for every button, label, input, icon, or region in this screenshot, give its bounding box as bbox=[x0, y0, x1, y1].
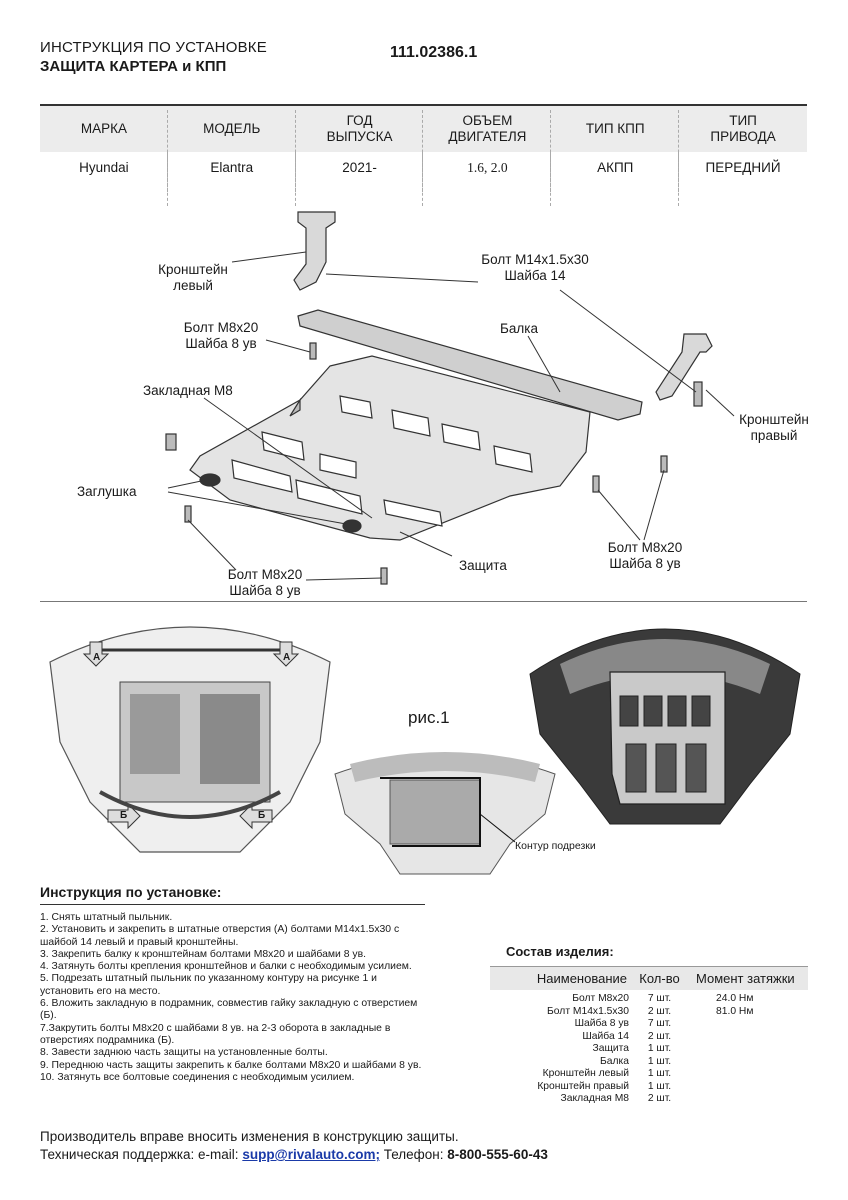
label-bolt-m8-right: Болт М8х20 Шайба 8 ув bbox=[607, 540, 683, 571]
section-divider bbox=[40, 601, 807, 602]
marker-a-left: А bbox=[93, 652, 101, 663]
label-plug: Заглушка bbox=[77, 484, 137, 499]
marker-b-left: Б bbox=[120, 810, 128, 821]
instruction-step: 6. Вложить закладную в подрамник, совмес… bbox=[40, 998, 418, 1022]
spec-table: МАРКА МОДЕЛЬ ГОД ВЫПУСКА ОБЪЕМ ДВИГАТЕЛЯ… bbox=[40, 104, 807, 208]
instruction-step: 5. Подрезать штатный пыльник по указанно… bbox=[40, 973, 377, 997]
spec-value-cell: Elantra bbox=[168, 152, 296, 208]
instruction-step: 4. Затянуть болты крепления кронштейнов … bbox=[40, 961, 412, 973]
exploded-diagram bbox=[165, 211, 735, 585]
composition-header: Наименование Кол-во Момент затяжки bbox=[490, 966, 808, 990]
spec-header-cell: МАРКА bbox=[40, 106, 168, 192]
instruction-step: 10. Затянуть все болтовые соединения с н… bbox=[40, 1071, 355, 1083]
installed-guard-photo bbox=[529, 628, 801, 825]
spec-value-cell: 1.6, 2.0 bbox=[423, 152, 552, 208]
instruction-step: 8. Завести заднюю часть защиты на устано… bbox=[40, 1047, 328, 1059]
spec-header-cell: ОБЪЕМ ДВИГАТЕЛЯ bbox=[423, 106, 552, 192]
label-guard: Защита bbox=[459, 558, 507, 573]
label-bracket-left: Кронштейн левый bbox=[158, 262, 228, 293]
marker-a-right: А bbox=[283, 652, 291, 663]
composition-header-name: Наименование bbox=[536, 971, 627, 986]
instruction-step: 1. Снять штатный пыльник. bbox=[40, 912, 173, 923]
footer-support: Техническая поддержка: e-mail: supp@riva… bbox=[40, 1147, 548, 1162]
instructions-list: 1. Снять штатный пыльник. 2. Установить … bbox=[40, 912, 428, 1084]
spec-header-cell: ТИП КПП bbox=[551, 106, 679, 192]
support-prefix: Техническая поддержка: e-mail: bbox=[40, 1147, 243, 1162]
spec-header-cell: МОДЕЛЬ bbox=[168, 106, 296, 192]
figure-label: рис.1 bbox=[408, 708, 450, 727]
underbody-photo-center bbox=[334, 752, 556, 875]
article-code: 111.02386.1 bbox=[390, 44, 478, 61]
label-cut-contour: Контур подрезки bbox=[515, 840, 596, 852]
support-phone: 8-800-555-60-43 bbox=[447, 1147, 548, 1162]
spec-header-cell: ГОД ВЫПУСКА bbox=[296, 106, 424, 192]
composition-header-torque: Момент затяжки bbox=[696, 971, 795, 986]
composition-table: Наименование Кол-во Момент затяжки Болт … bbox=[490, 966, 808, 1106]
underbody-photo-left bbox=[49, 626, 331, 853]
label-insert-m8: Закладная М8 bbox=[143, 383, 233, 398]
spec-header-cell: ТИП ПРИВОДА bbox=[710, 113, 776, 144]
instruction-step: 2. Установить и закрепить в штатные отве… bbox=[40, 924, 400, 948]
spec-value-cell: Hyundai bbox=[40, 152, 168, 208]
instruction-step: 9. Переднюю часть защиты закрепить к бал… bbox=[40, 1059, 422, 1071]
footer-disclaimer: Производитель вправе вносить изменения в… bbox=[40, 1129, 459, 1144]
instructions-title: Инструкция по установке: bbox=[40, 884, 222, 900]
product-title: ЗАЩИТА КАРТЕРА и КПП bbox=[40, 58, 227, 75]
spec-value-row: Hyundai Elantra 2021- 1.6, 2.0 АКПП ПЕРЕ… bbox=[40, 152, 807, 208]
support-email-link[interactable]: supp@rivalauto.com; bbox=[242, 1147, 380, 1162]
label-bolt-m8-bottom: Болт М8х20 Шайба 8 ув bbox=[227, 567, 303, 598]
instruction-step: 3. Закрепить балку к кронштейнам болтами… bbox=[40, 948, 366, 960]
spec-value-cell: ПЕРЕДНИЙ bbox=[705, 160, 781, 175]
instructions-divider bbox=[40, 904, 425, 905]
phone-prefix: Телефон: bbox=[380, 1147, 448, 1162]
composition-header-qty: Кол-во bbox=[639, 971, 680, 986]
spec-value-cell: 2021- bbox=[296, 152, 424, 208]
composition-title: Состав изделия: bbox=[506, 944, 614, 959]
label-bolt-m8-top: Болт М8х20 Шайба 8 ув bbox=[183, 320, 259, 351]
instruction-step: 7.Закрутить болты М8х20 с шайбами 8 ув. … bbox=[40, 1022, 391, 1046]
label-bracket-right: Кронштейн правый bbox=[739, 412, 809, 443]
spec-header-row: МАРКА МОДЕЛЬ ГОД ВЫПУСКА ОБЪЕМ ДВИГАТЕЛЯ… bbox=[40, 106, 807, 192]
label-bolt-m14: Болт М14х1.5х30 Шайба 14 bbox=[481, 252, 589, 283]
label-beam: Балка bbox=[500, 321, 538, 336]
spec-value-cell: АКПП bbox=[551, 152, 679, 208]
marker-b-right: Б bbox=[258, 810, 266, 821]
doc-title: ИНСТРУКЦИЯ ПО УСТАНОВКЕ bbox=[40, 39, 267, 56]
